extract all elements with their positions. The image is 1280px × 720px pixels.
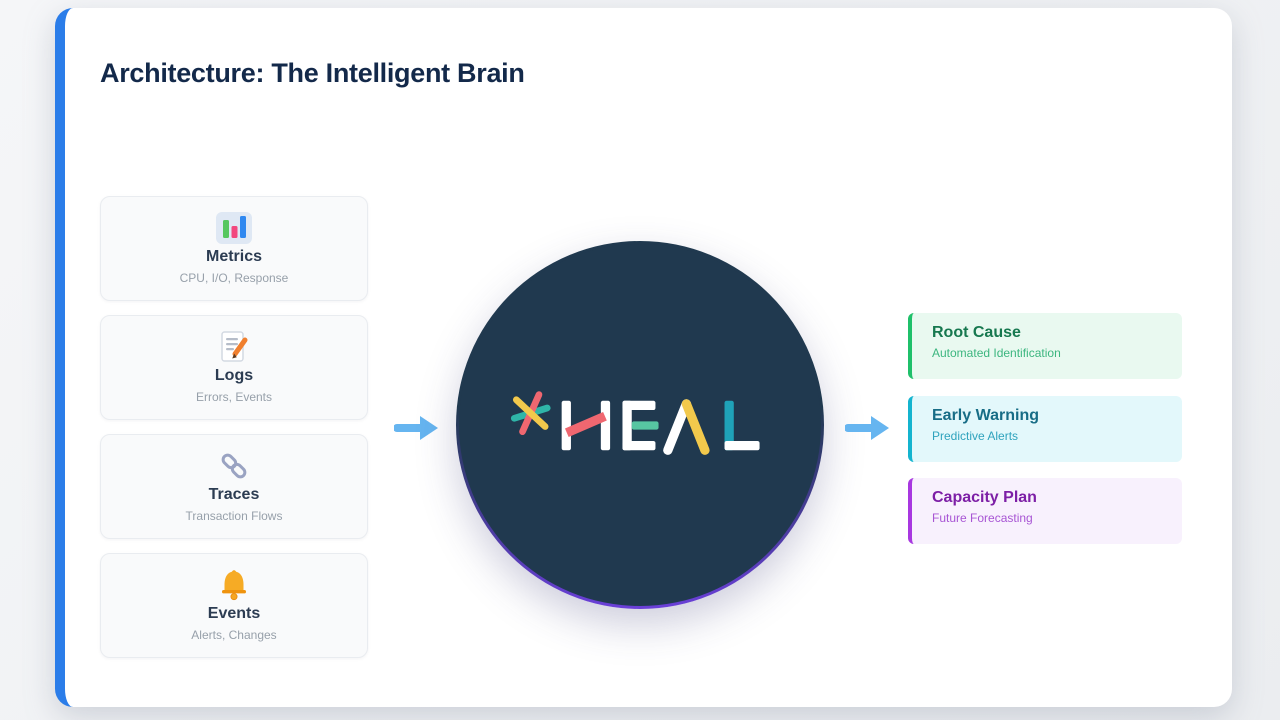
memo-icon: [218, 331, 250, 363]
output-card-capacity-plan: Capacity Plan Future Forecasting: [908, 478, 1182, 544]
output-card-subtitle: Predictive Alerts: [932, 429, 1019, 443]
input-card-traces: Traces Transaction Flows: [100, 434, 368, 539]
slide-canvas: Architecture: The Intelligent Brain Metr…: [55, 8, 1232, 707]
arrow-right-icon: [845, 416, 889, 440]
input-card-subtitle: CPU, I/O, Response: [179, 271, 289, 285]
bell-icon: [218, 569, 250, 601]
link-icon: [218, 450, 250, 482]
input-card-subtitle: Alerts, Changes: [191, 628, 277, 642]
input-card-logs: Logs Errors, Events: [100, 315, 368, 420]
input-card-title: Events: [207, 605, 261, 622]
input-card-events: Events Alerts, Changes: [100, 553, 368, 658]
input-card-title: Logs: [214, 367, 254, 384]
input-card-title: Traces: [208, 486, 260, 503]
output-card-early-warning: Early Warning Predictive Alerts: [908, 396, 1182, 462]
output-card-title: Capacity Plan: [932, 489, 1037, 506]
bar-chart-icon: [216, 212, 252, 244]
heal-logo: HEAL: [459, 244, 821, 606]
output-card-title: Early Warning: [932, 407, 1039, 424]
brain-circle: HEAL: [456, 241, 824, 609]
input-card-title: Metrics: [205, 248, 263, 265]
output-card-subtitle: Automated Identification: [932, 346, 1061, 360]
input-card-subtitle: Errors, Events: [195, 390, 273, 404]
input-card-subtitle: Transaction Flows: [185, 509, 283, 523]
output-card-root-cause: Root Cause Automated Identification: [908, 313, 1182, 379]
output-card-subtitle: Future Forecasting: [932, 511, 1033, 525]
output-card-title: Root Cause: [932, 324, 1021, 341]
page-title: Architecture: The Intelligent Brain: [100, 58, 525, 88]
input-card-metrics: Metrics CPU, I/O, Response: [100, 196, 368, 301]
arrow-right-icon: [394, 416, 438, 440]
asterisk-spark: [510, 391, 551, 436]
